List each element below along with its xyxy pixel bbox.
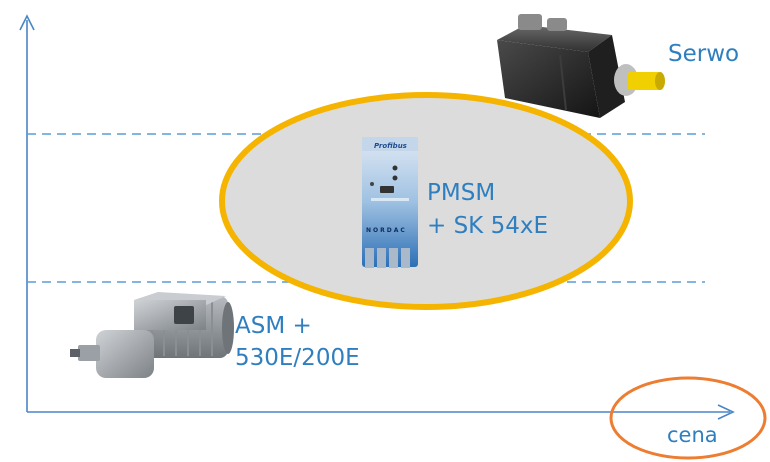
pmsm-label-line1: PMSM xyxy=(427,180,495,206)
y-axis-arrow-icon xyxy=(19,14,35,31)
serwo-label: Serwo xyxy=(668,41,739,67)
pmsm-highlight-ellipse xyxy=(219,92,633,310)
nordac-text: NORDAC xyxy=(366,227,407,234)
y-axis xyxy=(19,14,35,412)
asm-label-line2: 530E/200E xyxy=(235,345,360,371)
x-axis xyxy=(27,404,735,420)
x-axis-label-cena: cena xyxy=(667,423,718,447)
servo-motor-icon xyxy=(497,14,665,118)
profibus-text: Profibus xyxy=(374,142,407,150)
frequency-inverter-icon: Profibus NORDAC xyxy=(362,137,418,268)
cena-highlight-circle xyxy=(609,376,767,460)
x-axis-arrow-icon xyxy=(717,404,735,420)
gear-motor-icon xyxy=(70,292,234,378)
asm-label-line1: ASM + xyxy=(235,313,312,339)
pmsm-label-line2: + SK 54xE xyxy=(427,213,548,239)
